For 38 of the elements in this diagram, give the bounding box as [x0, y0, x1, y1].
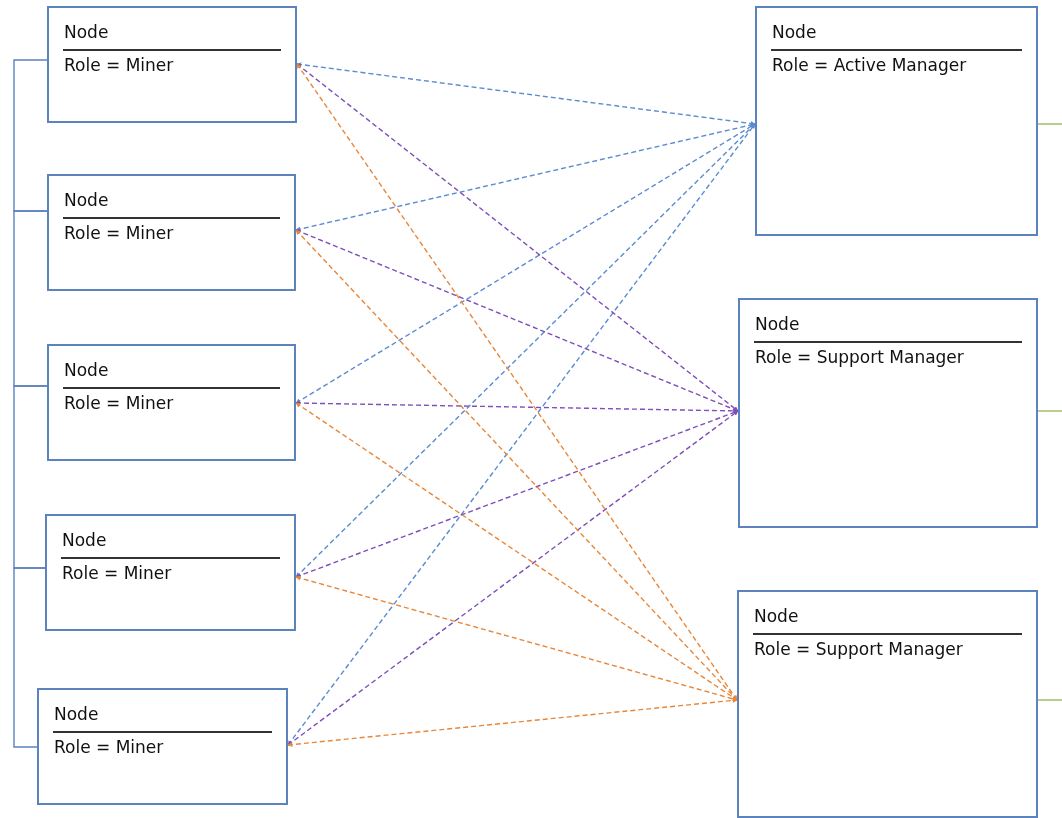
node-title: Node [64, 190, 109, 210]
node-title: Node [754, 606, 799, 626]
role-text: Role = Miner [62, 563, 172, 583]
node-box [738, 298, 1038, 528]
node-title: Node [54, 704, 99, 724]
role-text: Role = Miner [64, 393, 174, 413]
node-title: Node [772, 22, 817, 42]
node-box [47, 174, 296, 291]
connector-line [13, 59, 48, 212]
role-text: Role = Miner [54, 737, 164, 757]
node-box [47, 344, 296, 461]
node-title: Node [62, 530, 107, 550]
dashed-arrow [295, 123, 756, 578]
role-text: Role = Miner [64, 55, 174, 75]
dashed-arrow [295, 229, 738, 701]
role-text: Role = Support Manager [754, 639, 963, 659]
dashed-arrow [295, 229, 739, 412]
node-box [37, 688, 288, 805]
connector-line [1037, 699, 1062, 701]
node-box [755, 6, 1038, 236]
node-box [47, 6, 297, 123]
dashed-arrow [287, 410, 739, 746]
node-box [45, 514, 296, 631]
connector-line [1037, 410, 1062, 412]
connector-line [13, 210, 48, 387]
connector-line [1037, 123, 1062, 125]
connector-line [13, 567, 46, 748]
connector-line [13, 385, 48, 569]
node-title: Node [755, 314, 800, 334]
role-text: Role = Miner [64, 223, 174, 243]
role-text: Role = Support Manager [755, 347, 964, 367]
role-text: Role = Active Manager [772, 55, 967, 75]
node-title: Node [64, 360, 109, 380]
dashed-arrow [287, 698, 738, 747]
dashed-arrow [296, 62, 756, 126]
node-title: Node [64, 22, 109, 42]
dashed-arrow [296, 63, 739, 412]
node-box [737, 590, 1038, 818]
